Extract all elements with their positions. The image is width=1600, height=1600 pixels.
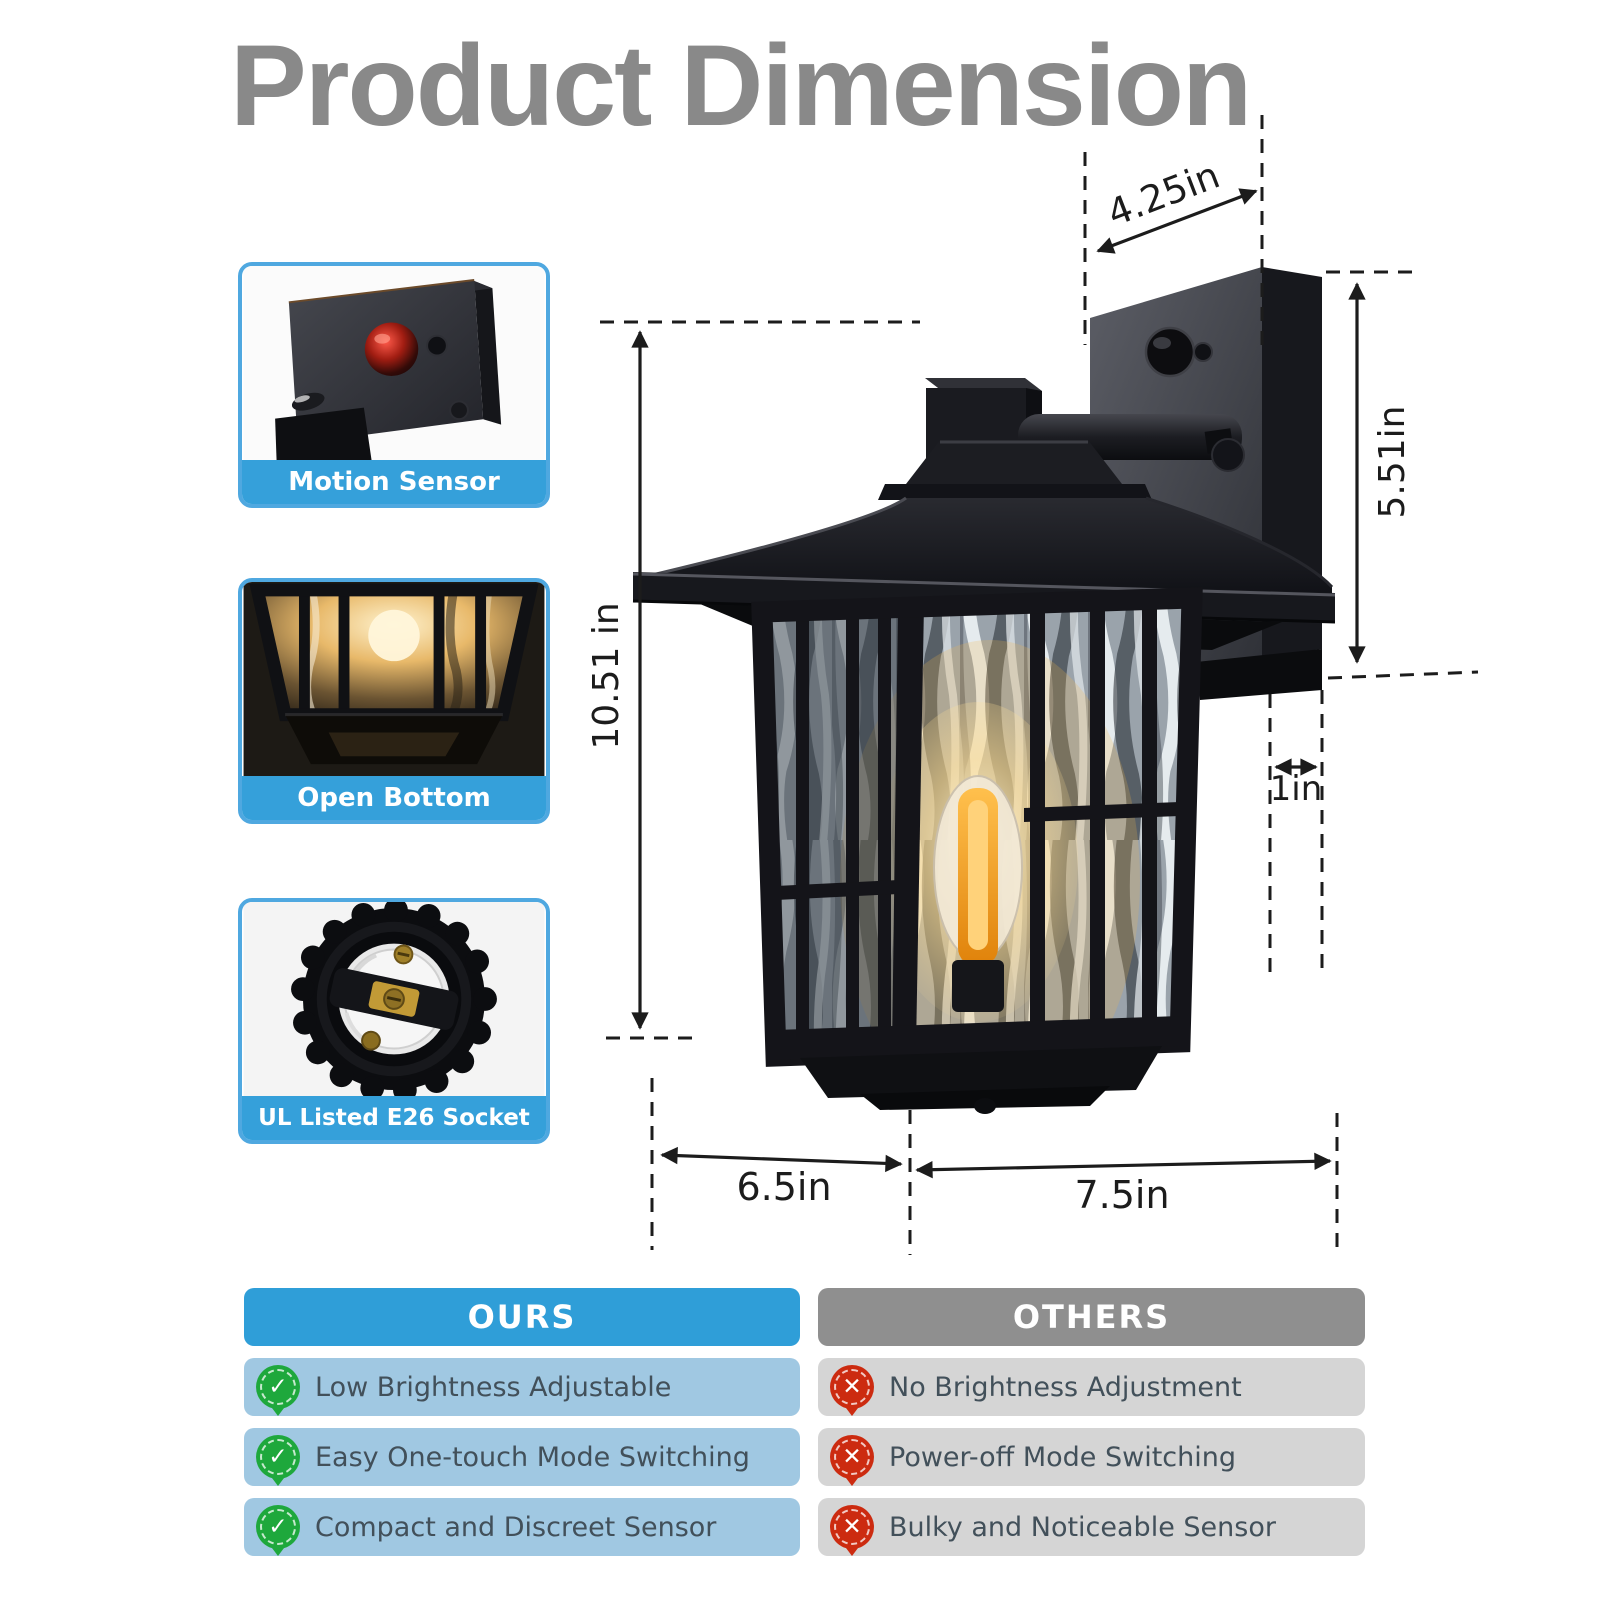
comparison-column-ours: OURS ✓ Low Brightness Adjustable ✓ Easy … (244, 1288, 800, 1556)
dim-back-plate-depth: 1in (1270, 769, 1323, 809)
others-header: OTHERS (818, 1288, 1365, 1346)
socket-photo (242, 902, 546, 1096)
comparison-table: OURS ✓ Low Brightness Adjustable ✓ Easy … (244, 1288, 1365, 1556)
cross-badge-icon: ✕ (830, 1505, 874, 1556)
callout-label-socket: UL Listed E26 Socket (242, 1096, 546, 1140)
ours-row-3: ✓ Compact and Discreet Sensor (244, 1498, 800, 1556)
dim-back-plate-height: 5.51in (1372, 406, 1413, 519)
comparison-column-others: OTHERS ✕ No Brightness Adjustment ✕ Powe… (818, 1288, 1365, 1556)
dim-extension-width: 7.5in (1074, 1173, 1169, 1217)
dim-lantern-width: 6.5in (736, 1165, 831, 1209)
check-badge-icon: ✓ (256, 1505, 300, 1556)
page-title: Product Dimension (230, 22, 1252, 150)
cross-badge-icon: ✕ (830, 1435, 874, 1486)
ours-header: OURS (244, 1288, 800, 1346)
open-bottom-illustration (243, 582, 545, 776)
reference-lines (600, 115, 1479, 1255)
ours-row-1: ✓ Low Brightness Adjustable (244, 1358, 800, 1416)
others-row-1: ✕ No Brightness Adjustment (818, 1358, 1365, 1416)
ours-row-2: ✓ Easy One-touch Mode Switching (244, 1428, 800, 1486)
dim-back-plate-width: 4.25in (1102, 153, 1226, 235)
callout-label-motion-sensor: Motion Sensor (242, 460, 546, 504)
socket-illustration (243, 902, 545, 1096)
dimension-annotations (600, 115, 1479, 1255)
motion-sensor-photo (242, 266, 546, 460)
lantern-muntins (776, 600, 1180, 1052)
ours-row-3-label: Compact and Discreet Sensor (315, 1511, 717, 1543)
ours-row-2-label: Easy One-touch Mode Switching (315, 1441, 750, 1473)
dim-total-height: 10.51 in (586, 602, 627, 749)
open-bottom-photo (242, 582, 546, 776)
callout-motion-sensor: Motion Sensor (238, 262, 550, 508)
wall-lantern (632, 267, 1336, 1114)
motion-sensor-illustration (243, 266, 545, 460)
others-row-3-label: Bulky and Noticeable Sensor (889, 1511, 1276, 1543)
callout-label-open-bottom: Open Bottom (242, 776, 546, 820)
lantern-glass-body (751, 587, 1203, 1067)
check-badge-icon: ✓ (256, 1435, 300, 1486)
others-row-3: ✕ Bulky and Noticeable Sensor (818, 1498, 1365, 1556)
socket-contact-bar (329, 944, 459, 1051)
check-badge-icon: ✓ (256, 1365, 300, 1416)
others-row-2-label: Power-off Mode Switching (889, 1441, 1237, 1473)
others-row-1-label: No Brightness Adjustment (889, 1371, 1242, 1403)
callout-open-bottom: Open Bottom (238, 578, 550, 824)
callout-socket: UL Listed E26 Socket (238, 898, 550, 1144)
dimension-arrows (631, 188, 1366, 1179)
cross-badge-icon: ✕ (830, 1365, 874, 1416)
others-row-2: ✕ Power-off Mode Switching (818, 1428, 1365, 1486)
lantern-bottom (776, 1016, 1180, 1114)
ours-row-1-label: Low Brightness Adjustable (315, 1371, 672, 1403)
